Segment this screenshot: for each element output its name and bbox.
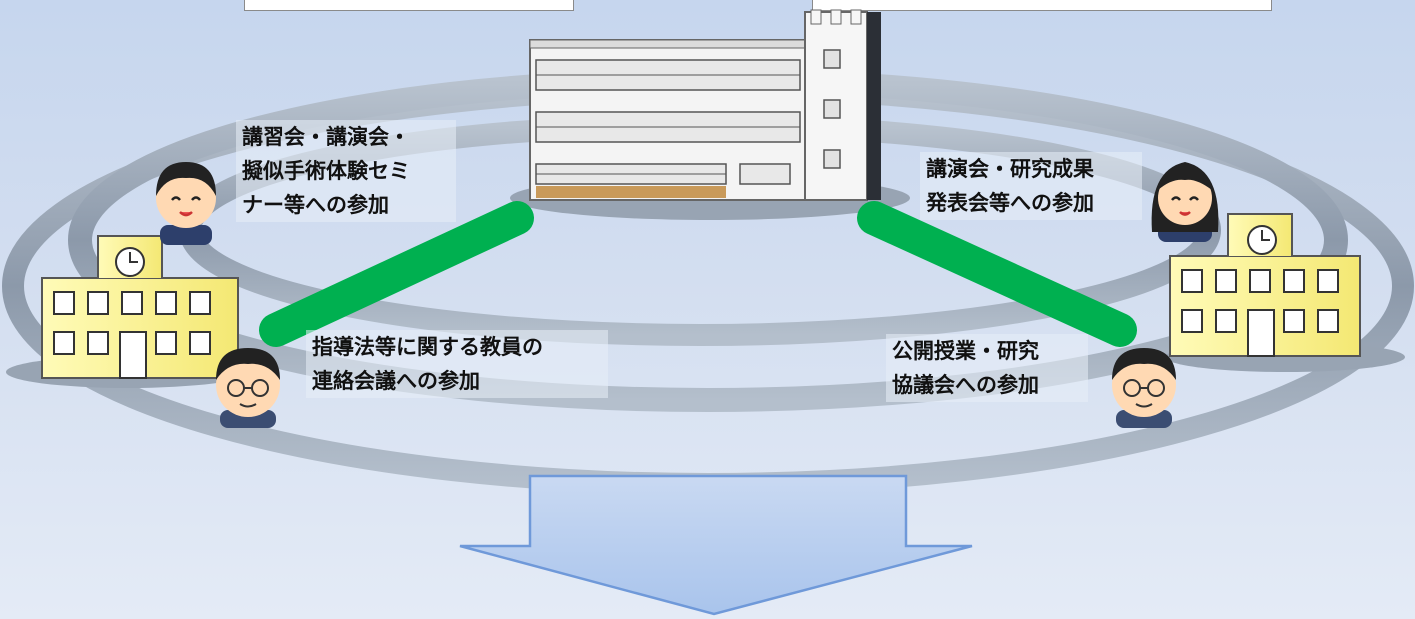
top-left-text-box <box>244 0 574 11</box>
school-building-icon-right <box>1169 213 1361 357</box>
school-building-icon <box>41 235 239 379</box>
left-connector <box>259 201 534 347</box>
teacher-with-glasses-icon-right <box>1112 348 1176 428</box>
upper-left-activity-label: 講習会・講演会・ 擬似手術体験セミ ナー等への参加 <box>236 120 456 222</box>
down-arrow-icon <box>459 474 973 616</box>
lower-right-activity-label: 公開授業・研究 協議会への参加 <box>886 334 1088 402</box>
upper-right-activity-label: 講演会・研究成果 発表会等への参加 <box>920 152 1142 220</box>
university-building-icon <box>529 9 881 201</box>
lower-left-activity-label: 指導法等に関する教員の 連絡会議への参加 <box>306 330 608 398</box>
top-right-text-box <box>812 0 1272 11</box>
right-connector <box>857 201 1137 347</box>
teacher-with-glasses-icon <box>216 348 280 428</box>
student-boy-icon <box>156 162 216 245</box>
student-girl-icon <box>1151 162 1219 242</box>
